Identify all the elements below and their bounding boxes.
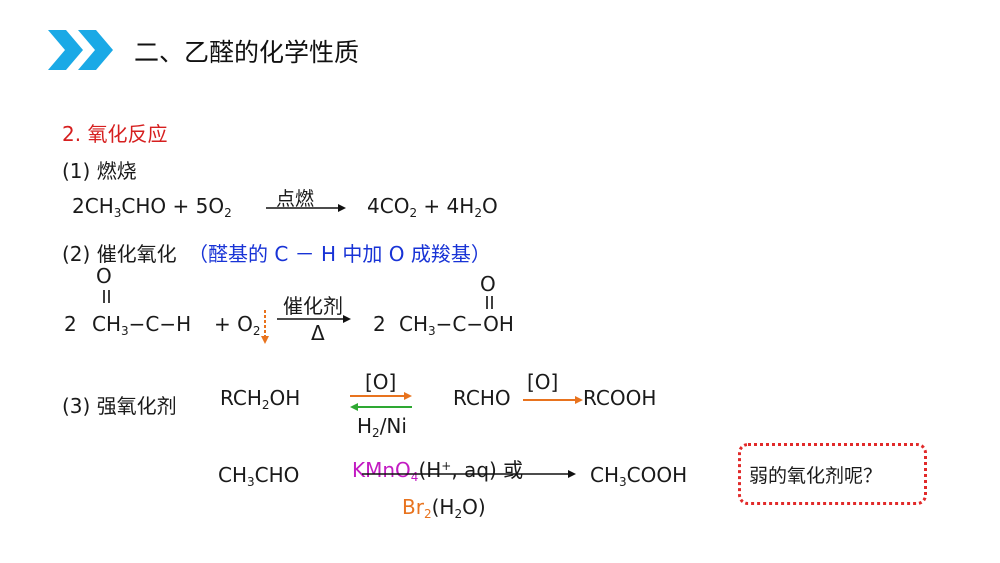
reactant-oxygen: + O2 xyxy=(214,312,261,338)
ch3cooh: CH3COOH xyxy=(590,463,688,489)
strong-oxidant-label: (3) 强氧化剂 xyxy=(62,394,177,418)
br2-condition: Br2(H2O) xyxy=(402,495,486,521)
kmno4-condition: KMnO4(H+, aq) 或 xyxy=(352,458,524,484)
oxidation-arrow xyxy=(523,396,583,404)
reaction-arrow xyxy=(362,470,576,478)
question-text: 弱的氧化剂呢？ xyxy=(749,465,883,487)
combustion-reactant: 2CH3CHO + 5O2 xyxy=(72,194,232,220)
double-bond xyxy=(103,290,110,303)
product-acetic-acid: CH3−C−OH xyxy=(399,312,514,338)
rcooh: RCOOH xyxy=(583,386,657,410)
reactant-coefficient: 2 xyxy=(64,312,77,336)
product-carbonyl-o: O xyxy=(480,272,496,296)
oxidant-label: [O] xyxy=(365,370,397,394)
combustion-condition: 点燃 xyxy=(276,188,315,210)
double-chevron-icon xyxy=(48,30,113,70)
ch3cho: CH3CHO xyxy=(218,463,300,489)
dashed-down-arrow xyxy=(261,310,269,344)
equilibrium-arrows xyxy=(350,392,412,411)
double-bond xyxy=(486,296,493,309)
reaction-arrow xyxy=(277,315,351,323)
heat-symbol: Δ xyxy=(311,321,325,345)
page-title: 二、乙醛的化学性质 xyxy=(134,38,360,67)
question-box xyxy=(738,443,927,505)
catalyst-label: 催化剂 xyxy=(283,294,343,318)
catalytic-note: （醛基的 C － H 中加 O 成羧基） xyxy=(188,242,491,266)
reaction-arrow xyxy=(266,204,346,212)
combustion-label: (1) 燃烧 xyxy=(62,159,137,183)
oxidant-label: [O] xyxy=(527,370,559,394)
combustion-product: 4CO2 + 4H2O xyxy=(367,194,498,220)
reactant-carbonyl-o: O xyxy=(96,264,112,288)
reductant-label: H2/Ni xyxy=(357,414,407,440)
rch2oh: RCH2OH xyxy=(220,386,301,412)
catalytic-label: (2) 催化氧化 xyxy=(62,242,177,266)
rcho: RCHO xyxy=(453,386,511,410)
section-heading: 2. 氧化反应 xyxy=(62,122,168,146)
reactant-acetaldehyde: CH3−C−H xyxy=(92,312,192,338)
product-coefficient: 2 xyxy=(373,312,386,336)
